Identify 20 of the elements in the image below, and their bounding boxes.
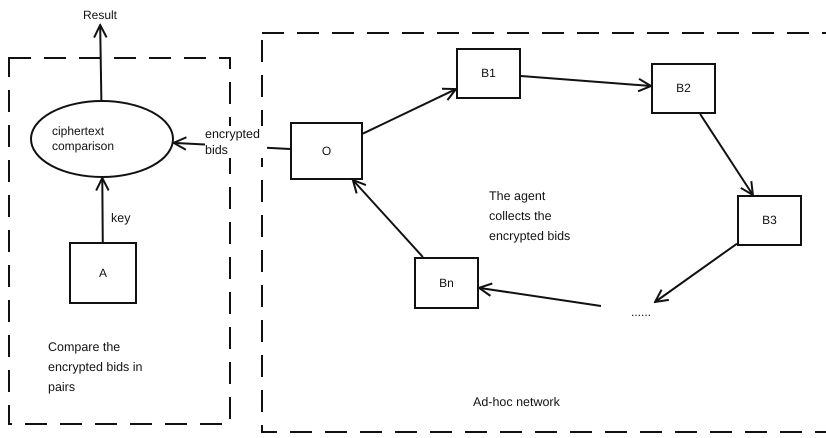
node-label: A xyxy=(98,266,107,280)
process-box xyxy=(456,48,521,99)
node-label: ciphertext comparison xyxy=(52,124,116,154)
ellipsis-text: ...... xyxy=(630,304,651,320)
process-box xyxy=(290,122,363,180)
process-box xyxy=(737,195,802,246)
node-label: Bn xyxy=(439,276,454,290)
process-box xyxy=(414,257,479,309)
output-label: Result xyxy=(82,8,117,22)
region-caption: Compare the encrypted bids in pairs xyxy=(48,339,144,396)
node-label: B1 xyxy=(481,66,496,81)
process-box xyxy=(69,242,137,304)
node-label: B3 xyxy=(762,213,777,228)
node-label: O xyxy=(322,144,332,158)
note-text: The agent collects the encrypted bids xyxy=(489,188,572,245)
edge-label: encrypted bids xyxy=(205,126,267,158)
node-label: B2 xyxy=(676,81,691,96)
region-caption: Ad-hoc network xyxy=(473,394,561,411)
process-box xyxy=(651,63,716,114)
edge-label: key xyxy=(111,210,130,226)
